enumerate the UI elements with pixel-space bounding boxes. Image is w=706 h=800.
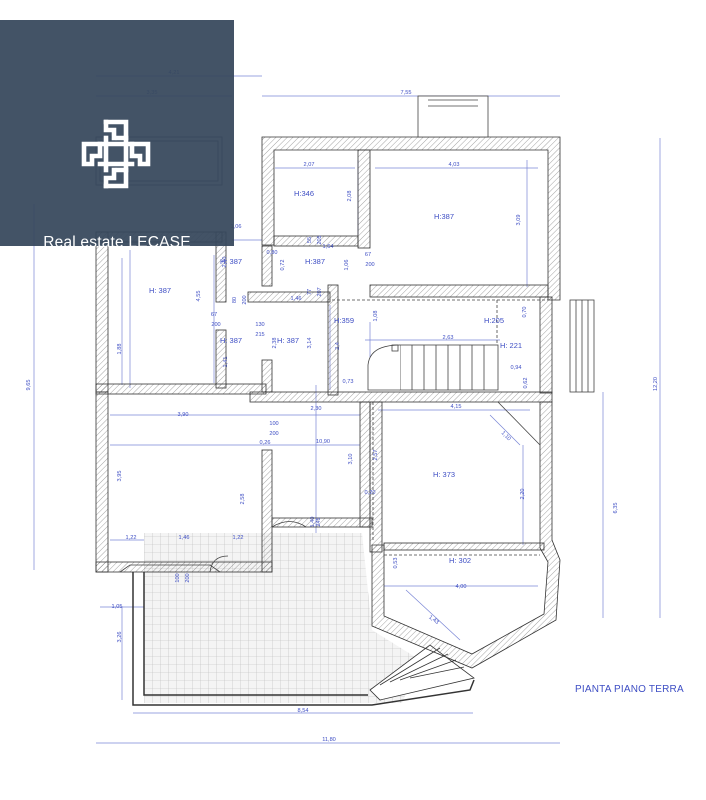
terrace-paving [144, 533, 420, 703]
lecase-knot-logo-icon [81, 119, 151, 189]
room-height-label: H: 387 [277, 336, 299, 345]
dimension-label: 77 [307, 289, 313, 295]
dimension-label: 2,08 [347, 191, 353, 202]
room-height-label: H: 302 [449, 556, 471, 565]
dimension-label: 3,95 [117, 471, 123, 482]
dimension-label: 7,55 [401, 90, 412, 96]
room-height-label: H:346 [294, 189, 314, 198]
room-height-label: H: 387 [220, 257, 242, 266]
dimension-label: 2,30 [311, 406, 322, 412]
dimension-label: 4,00 [456, 584, 467, 590]
brand-overlay: Real estate LECASE [0, 20, 234, 251]
dimension-label: 0,26 [260, 440, 271, 446]
room-height-label: H: 221 [500, 341, 522, 350]
dimension-label: 100 [269, 421, 278, 427]
dimension-label: 3,09 [516, 215, 522, 226]
dimension-label: 1,06 [231, 224, 242, 230]
dimension-label: 2,58 [240, 494, 246, 505]
dimension-label: 6,35 [613, 503, 619, 514]
dimension-label: 3,10 [348, 454, 354, 465]
dimension-label: 0,73 [343, 379, 354, 385]
dimension-label: 55 [307, 237, 313, 243]
dimension-label: 1,22 [126, 535, 137, 541]
dimension-label: 2,20 [520, 489, 526, 500]
dimension-label: 1,05 [112, 604, 123, 610]
dimension-label: 2,38 [272, 338, 278, 349]
brand-name: Real estate LECASE [43, 234, 191, 251]
dimension-label: 11,80 [322, 737, 336, 743]
dimension-label: 1,06 [344, 260, 350, 271]
dimension-label: 1,40 [310, 517, 316, 528]
walls [95, 136, 561, 669]
dimension-label: 0,70 [522, 307, 528, 318]
dimension-label: 215 [255, 332, 264, 338]
dimension-label: 10,90 [316, 439, 330, 445]
dimension-label: 200 [185, 573, 191, 582]
dimension-label: 1,88 [117, 344, 123, 355]
dimension-label: 0,53 [393, 558, 399, 569]
dimension-label: 1,41 [223, 357, 229, 368]
dimension-label: 1,43 [427, 615, 439, 626]
dimension-label: 0,94 [511, 365, 522, 371]
dimension-label: 0,20 [365, 490, 376, 496]
dimension-label: 2,57 [373, 450, 379, 461]
dimension-label: 1,46 [291, 296, 302, 302]
room-height-label: H:387 [305, 257, 325, 266]
dimension-label: 3,26 [117, 632, 123, 643]
room-height-label: H:387 [434, 212, 454, 221]
dimension-label: 4,55 [196, 291, 202, 302]
dimension-label: 1,08 [373, 311, 379, 322]
dimension-label: 2,63 [443, 335, 454, 341]
room-height-label: H:205 [484, 316, 504, 325]
dimension-label: 1,22 [233, 535, 244, 541]
dimension-label: 2,07 [304, 162, 315, 168]
dimension-label: 67 [211, 312, 217, 318]
dimension-label: 12,20 [653, 377, 659, 391]
dimension-label: 8,54 [298, 708, 309, 714]
room-height-label: H: 373 [433, 470, 455, 479]
entrance-steps [369, 644, 475, 701]
dimension-label: 1,64 [323, 244, 334, 250]
dimension-label: 1,46 [179, 535, 190, 541]
room-height-label: H: 387 [149, 286, 171, 295]
dimension-label: 3,14 [307, 338, 313, 349]
dimension-label: 3,90 [178, 412, 189, 418]
dimension-label: 2,4 [335, 342, 341, 350]
room-height-label: H: 387 [220, 336, 242, 345]
terrace-outline [132, 572, 475, 706]
dimension-label: 200 [365, 262, 374, 268]
dimension-label: 0,72 [280, 260, 286, 271]
dimension-label: 1,10 [500, 430, 512, 442]
dimension-label: 245 [316, 517, 322, 526]
dimension-label: 67 [365, 252, 371, 258]
room-height-label: H:359 [334, 316, 354, 325]
dimension-label: 200 [242, 295, 248, 304]
dimension-label: 200 [269, 431, 278, 437]
dimension-label: 200 [211, 322, 220, 328]
dimension-label: 100 [175, 573, 181, 582]
dimension-label: 4,03 [449, 162, 460, 168]
dimension-label: 9,65 [26, 380, 32, 391]
dimension-label: 4,15 [451, 404, 462, 410]
dimension-label: 2,30 [222, 257, 228, 268]
dimension-label: 207 [317, 287, 323, 296]
dimension-label: 0,80 [267, 250, 278, 256]
dimension-label: 205 [317, 235, 323, 244]
dimension-label: 80 [232, 297, 238, 303]
plan-title: PIANTA PIANO TERRA [575, 684, 684, 695]
dimension-label: 130 [255, 322, 264, 328]
dimension-label: 0,62 [523, 378, 529, 389]
